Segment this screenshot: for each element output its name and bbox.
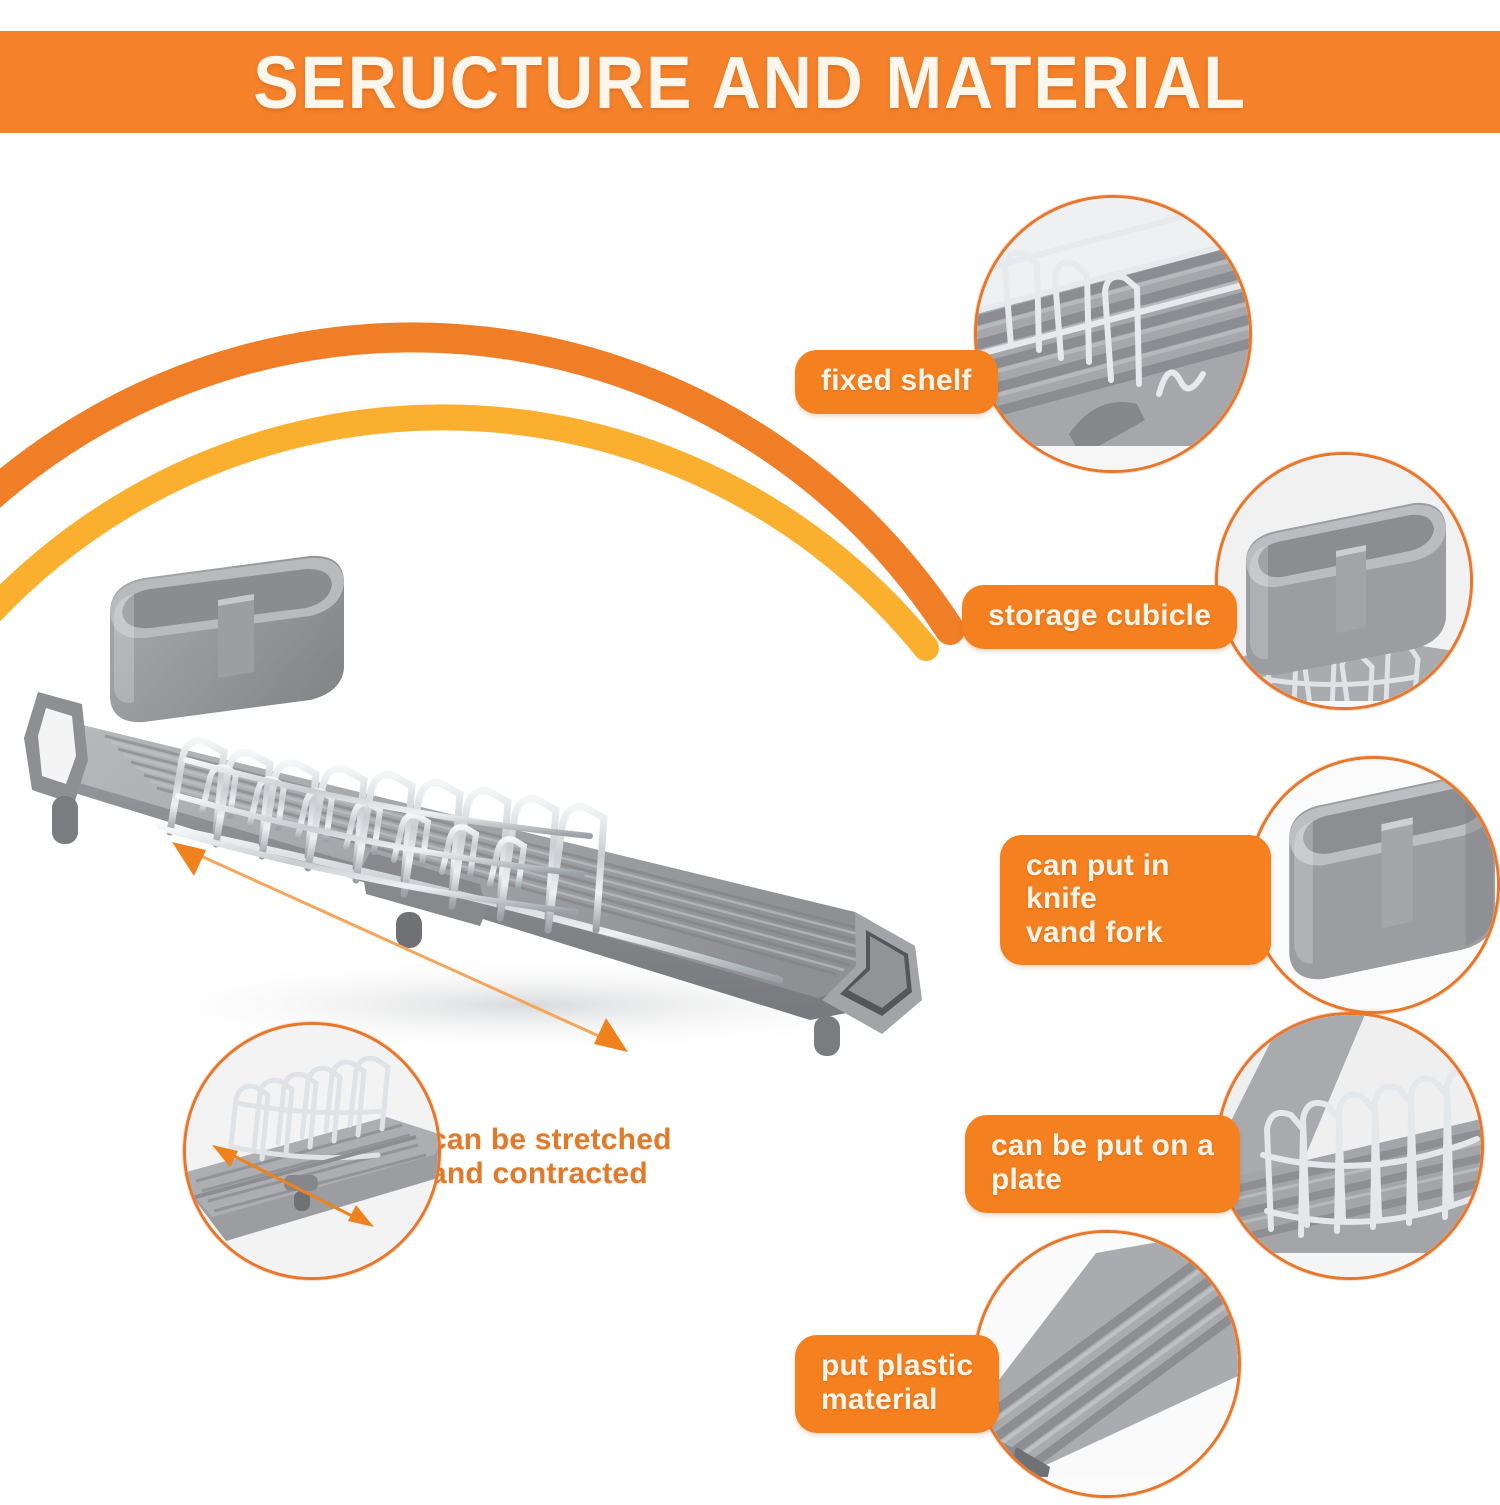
stretch-note-line2: and contracted: [430, 1157, 648, 1191]
callout-fixed-shelf[interactable]: fixed shelf: [795, 195, 1252, 473]
callout-label-on-plate: can be put on a plate: [965, 1115, 1241, 1213]
photo-wire-shelf-closeup: [973, 195, 1252, 473]
photo-caddy-on-rack-closeup: [1215, 452, 1474, 710]
callout-stretch[interactable]: [183, 1022, 441, 1280]
main-product-image: [10, 460, 1000, 1080]
photo-rack-extend-closeup: [183, 1022, 441, 1280]
photo-ribbed-tray-closeup: [973, 1230, 1242, 1498]
callout-on-plate[interactable]: can be put on a plate: [965, 1012, 1485, 1280]
callout-label-fixed-shelf: fixed shelf: [795, 350, 998, 414]
callout-label-storage-cubicle: storage cubicle: [962, 585, 1238, 649]
extend-arrow-icon: [150, 810, 650, 1060]
callout-storage-cubicle[interactable]: storage cubicle: [962, 452, 1474, 710]
stretch-note-text: can be stretched and contracted: [430, 1123, 730, 1191]
callout-label-plastic-material: put plastic material: [795, 1335, 1000, 1433]
page-title: SERUCTURE AND MATERIAL: [253, 40, 1247, 124]
header-banner: SERUCTURE AND MATERIAL: [0, 31, 1500, 133]
photo-plate-dividers-closeup: [1216, 1012, 1485, 1280]
stretch-note-line1: can be stretched: [430, 1123, 672, 1156]
callout-plastic-material[interactable]: put plastic material: [795, 1230, 1242, 1498]
photo-caddy-standalone-closeup: [1246, 756, 1500, 1014]
callout-knife-fork[interactable]: can put in knife vand fork: [1000, 756, 1500, 1014]
callout-label-knife-fork: can put in knife vand fork: [1000, 834, 1271, 966]
